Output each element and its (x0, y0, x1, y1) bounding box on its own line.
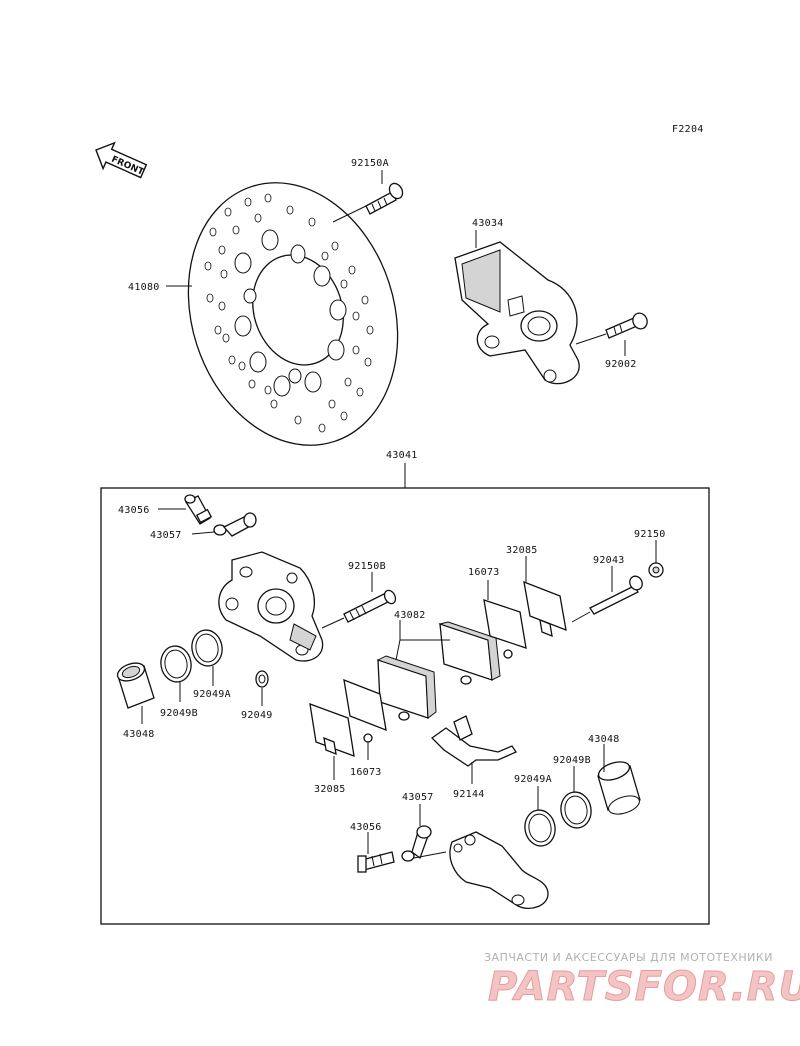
label-92049B-right: 92049B (553, 755, 591, 766)
disc-bolt-92150A (365, 182, 404, 215)
label-92049A-right: 92049A (514, 774, 552, 785)
pad-spring-92144 (430, 715, 517, 767)
label-43048-right: 43048 (588, 734, 620, 745)
pad-pin-92043 (589, 575, 643, 615)
label-92049A-left: 92049A (193, 689, 231, 700)
caliper-outer-half (449, 831, 549, 909)
caliper-bracket-43034 (454, 241, 580, 385)
dust-seal-92049B-right (560, 791, 592, 829)
figure-code: F2204 (672, 124, 704, 135)
label-92043: 92043 (593, 555, 625, 566)
label-92150: 92150 (634, 529, 666, 540)
label-43034: 43034 (472, 218, 504, 229)
label-32085-top: 32085 (506, 545, 538, 556)
label-92144: 92144 (453, 789, 485, 800)
label-43082: 43082 (394, 610, 426, 621)
piston-43048-right (597, 761, 641, 815)
brake-disc-41080 (187, 182, 399, 446)
label-43057-top: 43057 (150, 530, 182, 541)
label-92150A: 92150A (351, 158, 389, 169)
label-92049: 92049 (241, 710, 273, 721)
label-43056-bottom: 43056 (350, 822, 382, 833)
brake-pad-43082-front (438, 621, 501, 685)
washer-92049 (255, 670, 269, 688)
label-43041: 43041 (386, 450, 418, 461)
dust-seal-92049B-left (160, 645, 192, 683)
label-16073-top: 16073 (468, 567, 500, 578)
label-43048-left: 43048 (123, 729, 155, 740)
pad-spring-32085-bottom (309, 703, 355, 757)
brake-pad-43082-rear (376, 655, 437, 721)
piston-seal-92049A-left (191, 629, 223, 667)
label-41080: 41080 (128, 282, 160, 293)
caliper-assembly-box (100, 487, 710, 925)
label-43056-top: 43056 (118, 505, 150, 516)
bleeder-valve-43056-bottom (357, 851, 395, 873)
label-92049B-left: 92049B (160, 708, 198, 719)
piston-43048-left (116, 662, 155, 709)
pad-shim-16073-bottom (343, 678, 387, 743)
bolt-92002 (605, 312, 648, 339)
pin-bolt-92150B (343, 589, 397, 623)
pad-spring-32085-top (523, 580, 567, 638)
label-32085-bottom: 32085 (314, 784, 346, 795)
piston-seal-92049A-right (524, 809, 556, 847)
bleeder-cap-43057-bottom (401, 825, 432, 862)
watermark-logo: PARTSFOR.RU (488, 964, 800, 1010)
label-16073-bottom: 16073 (350, 767, 382, 778)
plug-92150 (648, 562, 664, 578)
label-92150B: 92150B (348, 561, 386, 572)
bleeder-valve-43056-top (184, 494, 213, 525)
bleeder-cap-43057-top (213, 512, 257, 537)
watermark-tagline: ЗАПЧАСТИ И АКСЕССУАРЫ ДЛЯ МОТОТЕХНИКИ (484, 951, 773, 964)
pad-shim-16073-top (483, 599, 527, 659)
front-arrow-icon: FRONT (95, 141, 148, 179)
label-43057-bottom: 43057 (402, 792, 434, 803)
label-92002: 92002 (605, 359, 637, 370)
caliper-body (218, 551, 324, 662)
